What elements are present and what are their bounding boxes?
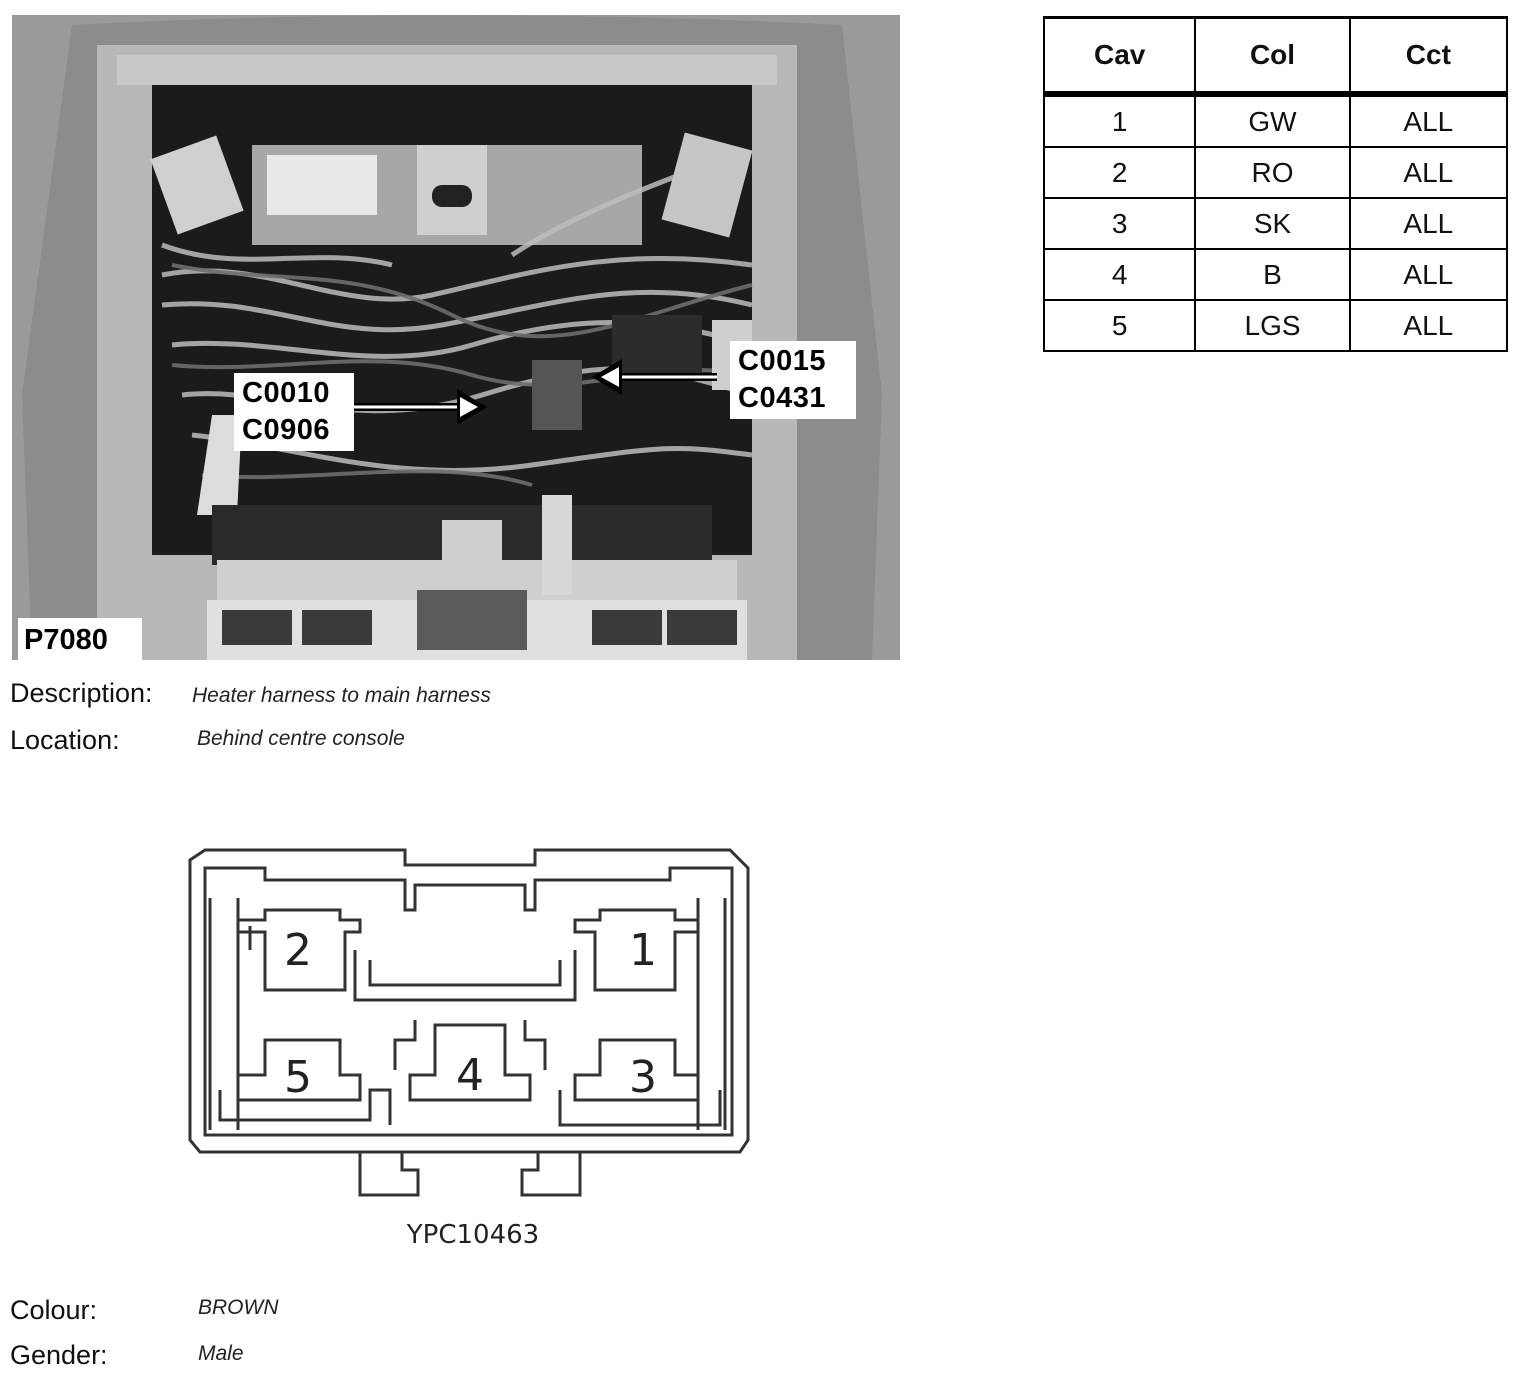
callout-right: C0015 C0431 — [730, 341, 856, 419]
cavity-4-label: 4 — [456, 1050, 484, 1101]
table-row: 3 SK ALL — [1042, 197, 1509, 250]
cell-col: RO — [1194, 146, 1351, 199]
part-code: YPC10463 — [406, 1220, 539, 1250]
table-row: 1 GW ALL — [1042, 93, 1509, 148]
cell-col: B — [1194, 248, 1351, 301]
callout-right-line2: C0431 — [738, 382, 826, 414]
table-row: 4 B ALL — [1042, 248, 1509, 301]
connector-location-photo: C0010 C0906 C0015 C0431 P7080 — [12, 15, 900, 660]
cell-cav: 1 — [1042, 93, 1197, 148]
cell-col: GW — [1194, 93, 1351, 148]
callout-left-line2: C0906 — [242, 414, 330, 446]
table-row: 5 LGS ALL — [1042, 299, 1509, 352]
table-header-row: Cav Col Cct — [1042, 16, 1509, 97]
callout-left: C0010 C0906 — [234, 373, 354, 451]
header-cct: Cct — [1348, 16, 1509, 97]
cell-cav: 3 — [1042, 197, 1197, 250]
gender-label: Gender: — [10, 1340, 108, 1370]
arrow-right-callout — [592, 359, 717, 395]
gender-value: Male — [198, 1342, 244, 1365]
cavity-2-label: 2 — [284, 925, 312, 976]
header-cav: Cav — [1042, 16, 1197, 97]
cell-cav: 2 — [1042, 146, 1197, 199]
arrow-left-callout — [352, 389, 487, 425]
pinout-table: Cav Col Cct 1 GW ALL 2 RO ALL 3 SK ALL 4… — [1042, 16, 1509, 352]
callout-right-line1: C0015 — [738, 345, 826, 377]
cell-cct: ALL — [1348, 146, 1509, 199]
cell-col: LGS — [1194, 299, 1351, 352]
description-label: Description: — [10, 678, 153, 708]
location-value: Behind centre console — [197, 727, 405, 750]
table-row: 2 RO ALL — [1042, 146, 1509, 199]
connector-face-diagram: 2 1 5 4 3 YPC10463 — [188, 848, 750, 1250]
photo-illustration — [12, 15, 900, 660]
cell-cct: ALL — [1348, 248, 1509, 301]
cavity-1-label: 1 — [629, 925, 657, 976]
cell-cct: ALL — [1348, 299, 1509, 352]
description-value: Heater harness to main harness — [192, 684, 491, 707]
cell-cct: ALL — [1348, 197, 1509, 250]
cell-cav: 5 — [1042, 299, 1197, 352]
cell-col: SK — [1194, 197, 1351, 250]
cell-cav: 4 — [1042, 248, 1197, 301]
location-label: Location: — [10, 725, 120, 755]
cavity-5-label: 5 — [284, 1052, 312, 1103]
colour-label: Colour: — [10, 1295, 98, 1325]
callout-left-line1: C0010 — [242, 377, 330, 409]
cavity-3-label: 3 — [629, 1052, 657, 1103]
colour-value: BROWN — [198, 1296, 279, 1319]
header-col: Col — [1194, 16, 1351, 97]
cell-cct: ALL — [1348, 93, 1509, 148]
photo-code: P7080 — [18, 618, 142, 660]
